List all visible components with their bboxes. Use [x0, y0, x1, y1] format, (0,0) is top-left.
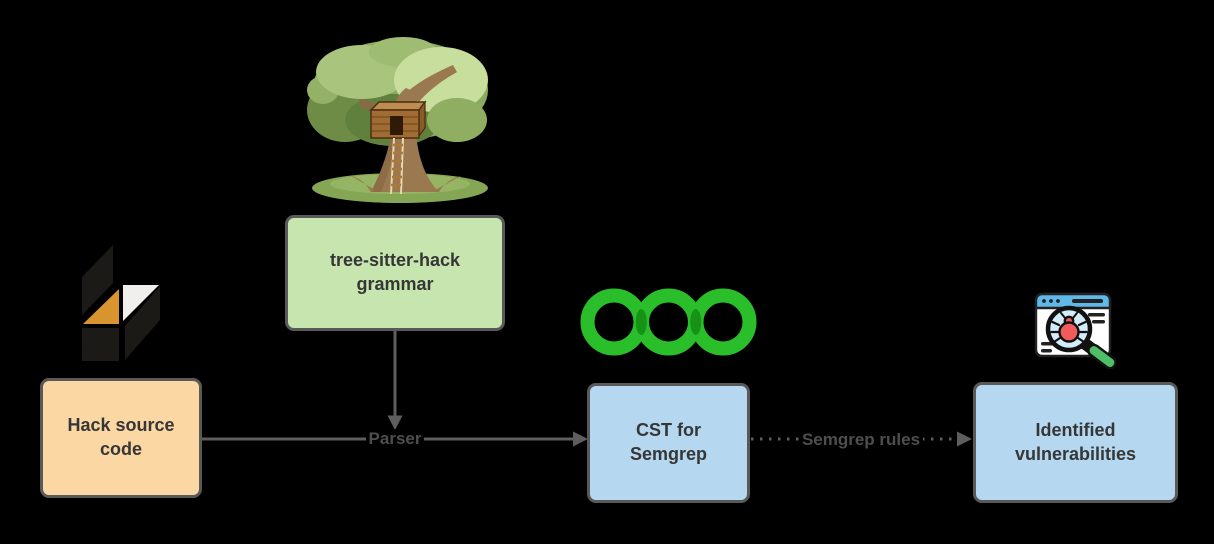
edge-label-parser: Parser [335, 427, 455, 451]
tree-sitter-logo-icon [580, 288, 757, 356]
node-hack-source-code-label: Hack source code [67, 415, 175, 459]
hack-logo-icon [82, 245, 160, 361]
node-cst-for-semgrep-label: CST for Semgrep [629, 420, 708, 464]
edge-grammar-to-parser [387, 331, 403, 430]
node-identified-vulnerabilities-label: Identified vulnerabilities [1014, 419, 1137, 464]
treehouse-icon [307, 37, 488, 203]
node-tree-sitter-hack-grammar: tree-sitter-hack grammar [285, 215, 505, 331]
bug-scan-icon [1034, 292, 1117, 370]
node-identified-vulnerabilities: Identified vulnerabilities [973, 382, 1178, 503]
edge-label-semgrep-rules: Semgrep rules [780, 428, 942, 452]
node-tree-sitter-hack-grammar-label: tree-sitter-hack grammar [329, 250, 461, 294]
node-hack-source-code: Hack source code [40, 378, 202, 498]
node-cst-for-semgrep: CST for Semgrep [587, 383, 750, 503]
